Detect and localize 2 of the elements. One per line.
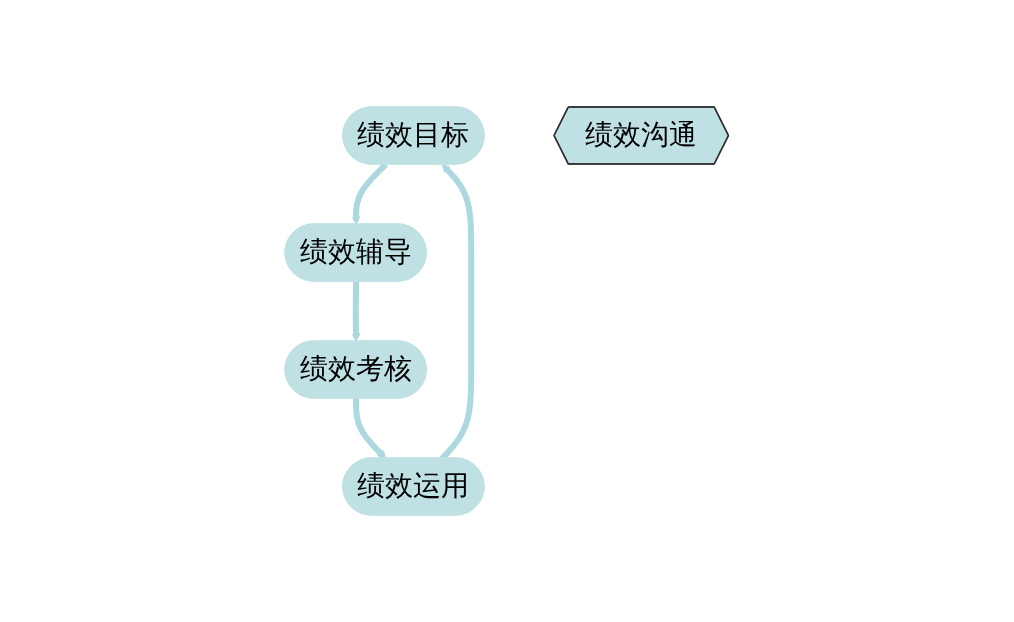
arrow xyxy=(353,398,387,459)
arrow xyxy=(351,281,361,342)
